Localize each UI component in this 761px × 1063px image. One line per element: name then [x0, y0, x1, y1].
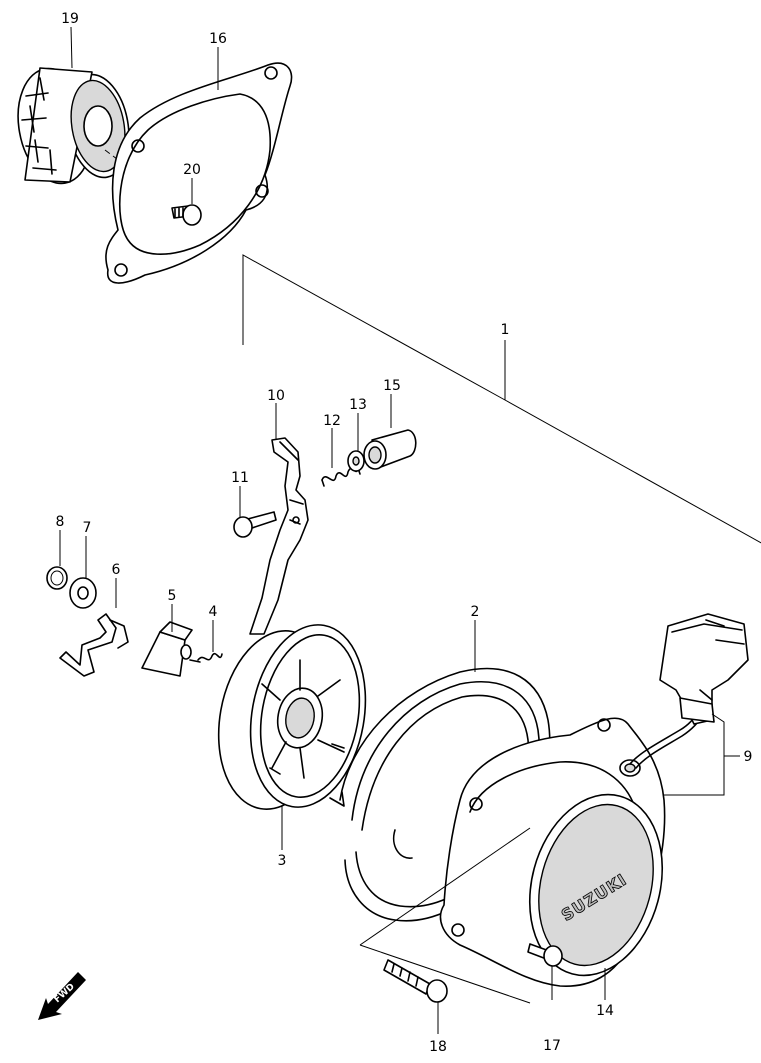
callout-12: 12	[323, 413, 341, 429]
collar-13-part	[347, 450, 365, 472]
callout-13: 13	[349, 397, 367, 413]
callout-15: 15	[383, 378, 401, 394]
callout-9: 9	[744, 749, 753, 765]
callout-20: 20	[183, 162, 201, 178]
callout-16: 16	[209, 31, 227, 47]
starter-handle-9-part	[629, 613, 749, 769]
starter-cover-14-part: SUZUKI	[359, 717, 666, 1004]
callout-6: 6	[112, 562, 121, 578]
callout-1: 1	[501, 322, 510, 338]
fwd-arrow-icon: FWD	[38, 972, 86, 1020]
bushing-15-part	[363, 429, 417, 470]
ratchet-spring-6-part	[59, 613, 129, 677]
callout-19: 19	[61, 11, 79, 27]
callout-3: 3	[278, 853, 287, 869]
gasket-part	[105, 62, 293, 284]
callout-5: 5	[168, 588, 177, 604]
washer-7-part	[69, 577, 97, 609]
callout-4: 4	[209, 604, 218, 620]
reel-drum-3-part	[217, 624, 367, 810]
callout-11: 11	[231, 470, 249, 486]
small-spring-4-part	[189, 652, 223, 663]
bolt-17-part	[527, 943, 563, 967]
starter-cup-part	[17, 67, 186, 211]
bolt-11-part	[233, 511, 277, 538]
callout-numbers: 19 16 20 1 15 10 13 12 11 8 7 6 5 4 2 9 …	[56, 11, 753, 1055]
callout-7: 7	[83, 520, 92, 536]
ratchet-pawl-5-part	[141, 621, 193, 677]
callout-18: 18	[429, 1039, 447, 1055]
leader-lines	[59, 26, 740, 1034]
bolt-part	[171, 204, 202, 226]
callout-8: 8	[56, 514, 65, 530]
circlip-8-part	[46, 566, 68, 590]
callout-10: 10	[267, 388, 285, 404]
callout-14: 14	[596, 1003, 614, 1019]
bolt-18-part	[383, 959, 448, 1003]
ratchet-lever-part	[249, 437, 309, 635]
assembly-bracket-lines	[242, 254, 761, 544]
callout-17: 17	[543, 1038, 561, 1054]
callout-2: 2	[471, 604, 480, 620]
